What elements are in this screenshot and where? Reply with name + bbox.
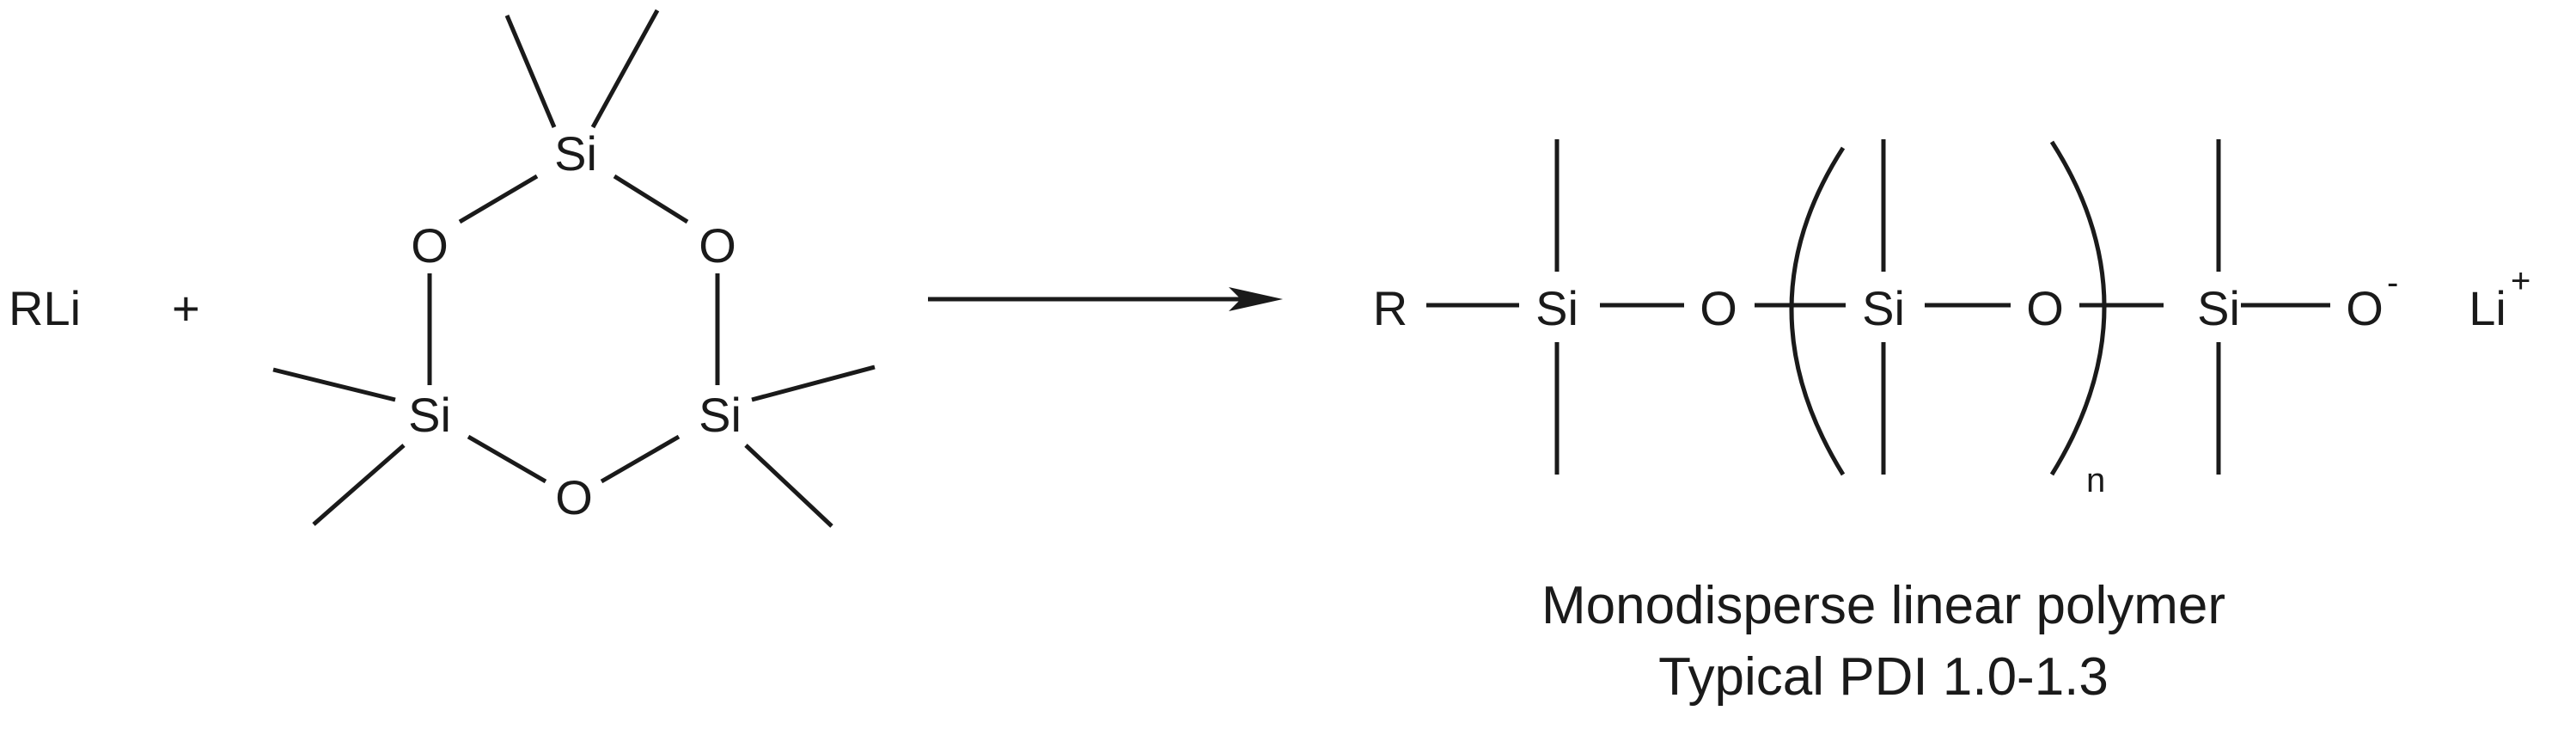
product-o-2: O xyxy=(2026,281,2064,335)
plus-sign: + xyxy=(172,281,200,335)
methyl-bond xyxy=(272,367,396,402)
oxide-charge: - xyxy=(2387,264,2398,302)
ring-si-left: Si xyxy=(408,388,451,442)
methyl-bond xyxy=(504,15,557,128)
product-o-1: O xyxy=(1700,281,1737,335)
caption-line-2: Typical PDI 1.0-1.3 xyxy=(1658,647,2109,707)
methyl-bond xyxy=(751,364,876,402)
ring-o-left: O xyxy=(411,218,449,273)
ring-bond xyxy=(600,434,681,484)
linear-polymer-structure: R Si O Si O Si O - n Li + xyxy=(1373,139,2530,499)
methyl-bond xyxy=(312,444,406,526)
product-o-terminal: O xyxy=(2346,281,2384,335)
product-si-2: Si xyxy=(1862,281,1905,335)
methyl-bond xyxy=(590,9,660,129)
counter-ion-li: Li xyxy=(2469,281,2506,335)
repeat-subscript-n: n xyxy=(2086,462,2105,499)
product-si-1: Si xyxy=(1535,281,1578,335)
ring-si-top: Si xyxy=(554,126,597,181)
ring-o-bottom: O xyxy=(555,470,593,524)
ring-si-right: Si xyxy=(699,388,742,442)
cyclotrisiloxane-ring: Si O O Si Si O xyxy=(272,9,876,528)
product-r-group: R xyxy=(1373,281,1407,335)
reaction-arrow xyxy=(928,287,1283,311)
reagent-rli: RLi xyxy=(9,281,81,335)
ring-bond xyxy=(613,174,689,224)
caption-line-1: Monodisperse linear polymer xyxy=(1541,576,2225,635)
right-bracket xyxy=(2049,140,2107,476)
ring-bond xyxy=(458,174,539,224)
ring-bond xyxy=(467,434,547,484)
ring-o-right: O xyxy=(699,218,736,273)
left-bracket xyxy=(1789,146,1846,476)
product-si-3: Si xyxy=(2197,281,2240,335)
methyl-bond xyxy=(744,444,833,528)
counter-ion-charge: + xyxy=(2511,262,2530,300)
arrow-head xyxy=(1229,287,1283,311)
